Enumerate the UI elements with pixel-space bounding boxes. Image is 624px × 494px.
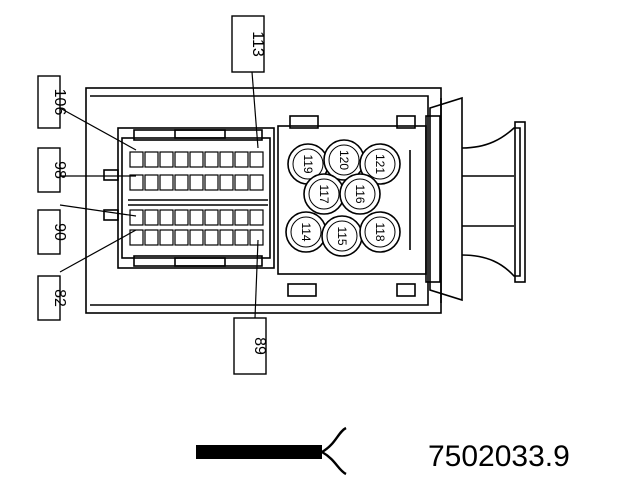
pin-grid <box>129 151 264 246</box>
callout-82: 82 <box>37 275 68 321</box>
pin-cell <box>174 229 189 246</box>
pin-cell <box>129 174 144 191</box>
pin-cell <box>174 174 189 191</box>
pin-cell <box>159 229 174 246</box>
pin-cell <box>234 209 249 226</box>
pin-cell <box>189 151 204 168</box>
connector-flange <box>461 127 521 277</box>
round-pin-inner <box>290 216 322 248</box>
pin-cell <box>159 209 174 226</box>
pin-cell <box>219 209 234 226</box>
pin-cell <box>204 209 219 226</box>
pin-cell <box>159 174 174 191</box>
pin-cell <box>189 229 204 246</box>
round-pin-inner <box>344 178 376 210</box>
round-pin-inner <box>364 216 396 248</box>
housing-inner-edge <box>90 95 429 306</box>
pin-cell <box>144 174 159 191</box>
pin-cell <box>204 174 219 191</box>
round-pin-label: 117 <box>317 184 331 203</box>
pin-cell <box>204 229 219 246</box>
pin-cell <box>219 174 234 191</box>
pin-cell <box>249 174 264 191</box>
pin-cell <box>234 174 249 191</box>
pin-cell <box>144 229 159 246</box>
pin-cell <box>174 209 189 226</box>
label-89: 89 <box>251 337 268 355</box>
callout-106: 106 <box>37 75 68 129</box>
pin-cell <box>144 151 159 168</box>
label-113: 113 <box>249 31 266 57</box>
callout-98: 98 <box>37 147 68 193</box>
pin-cell <box>249 209 264 226</box>
pin-cell <box>174 151 189 168</box>
round-pin <box>359 143 401 185</box>
round-pin-inner <box>326 220 358 252</box>
round-pin <box>359 211 401 253</box>
round-pin <box>339 173 381 215</box>
label-106: 106 <box>51 89 68 116</box>
pin-cell <box>204 151 219 168</box>
pin-cell <box>159 151 174 168</box>
pin-cell <box>234 229 249 246</box>
round-pin-inner <box>364 148 396 180</box>
callout-90: 90 <box>37 209 68 255</box>
pin-cell <box>219 229 234 246</box>
round-pin-block <box>277 125 427 275</box>
connector-latch <box>429 96 463 302</box>
callout-113: 113 <box>231 15 266 73</box>
round-pin-label: 119 <box>301 154 315 173</box>
document-reference: 7502033.9 <box>428 440 570 473</box>
label-98: 98 <box>51 161 68 179</box>
round-pin-inner <box>328 144 360 176</box>
round-pin-label: 115 <box>335 226 349 245</box>
round-pin-inner <box>308 178 340 210</box>
round-pin-label: 114 <box>299 222 313 241</box>
pin-cell <box>129 229 144 246</box>
round-pin-label: 118 <box>373 222 387 241</box>
pin-cell <box>129 151 144 168</box>
round-pin-label: 121 <box>373 154 387 174</box>
pin-cell <box>129 209 144 226</box>
pin-block <box>117 127 275 269</box>
label-82: 82 <box>51 289 68 307</box>
pin-cell <box>189 209 204 226</box>
callout-89: 89 <box>233 317 268 375</box>
pin-cell <box>144 209 159 226</box>
round-pin-label: 116 <box>353 184 367 203</box>
pin-cell <box>219 151 234 168</box>
pin-cell <box>249 151 264 168</box>
label-90: 90 <box>51 223 68 241</box>
pin-cell <box>249 229 264 246</box>
round-pin-label: 120 <box>337 150 351 170</box>
pin-cell <box>234 151 249 168</box>
round-pins: 119 120 121 117 116 114 115 118 <box>285 139 401 257</box>
pin-cell <box>189 174 204 191</box>
round-pin-inner <box>292 148 324 180</box>
wire-harness-symbol <box>196 426 347 476</box>
